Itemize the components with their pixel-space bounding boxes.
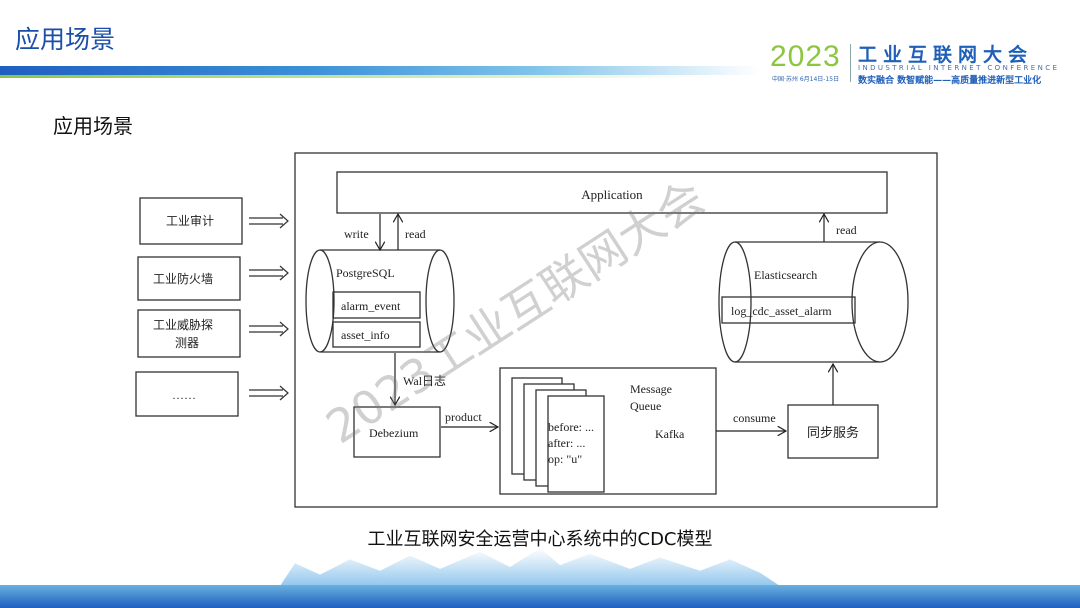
mq-label: Queue bbox=[630, 399, 661, 413]
source-box bbox=[137, 256, 241, 301]
title-underline-accent bbox=[0, 75, 700, 78]
source-label: …… bbox=[172, 388, 196, 402]
postgres-label: PostgreSQL bbox=[336, 266, 395, 280]
logo-slogan: 数实融合 数智赋能——高质量推进新型工业化 bbox=[858, 76, 1042, 86]
message-field: before: ... bbox=[548, 420, 594, 434]
table-label: alarm_event bbox=[341, 299, 401, 313]
table-label: asset_info bbox=[341, 328, 390, 342]
source-label: 测器 bbox=[175, 336, 199, 350]
message-field: after: ... bbox=[548, 436, 585, 450]
wal-label: Wal日志 bbox=[403, 374, 446, 388]
read-label: read bbox=[405, 227, 426, 241]
es-index-label: log_cdc_asset_alarm bbox=[731, 304, 832, 318]
logo-year: 2023 bbox=[770, 40, 841, 73]
source-label: 工业威胁探 bbox=[153, 317, 213, 332]
section-subtitle: 应用场景 bbox=[53, 114, 133, 138]
double-arrows bbox=[249, 213, 289, 401]
mq-label: Message bbox=[630, 382, 672, 396]
source-box bbox=[139, 197, 243, 245]
message-card bbox=[547, 395, 605, 493]
sync-service-label: 同步服务 bbox=[807, 425, 859, 441]
product-label: product bbox=[445, 410, 482, 424]
read-label: read bbox=[836, 223, 857, 237]
source-box bbox=[135, 371, 239, 417]
application-box bbox=[336, 171, 888, 214]
elasticsearch-label: Elasticsearch bbox=[754, 268, 817, 282]
postgres-cylinder bbox=[305, 249, 455, 353]
footer-band bbox=[0, 585, 1080, 608]
write-label: write bbox=[344, 227, 369, 241]
flow-arrows bbox=[380, 214, 833, 431]
source-label: 工业审计 bbox=[166, 213, 214, 228]
logo-location-date: 中国·苏州 6月14日-15日 bbox=[772, 76, 840, 83]
diagram-caption: 工业互联网安全运营中心系统中的CDC模型 bbox=[367, 529, 713, 550]
debezium-box bbox=[353, 406, 441, 458]
source-box bbox=[137, 309, 241, 358]
system-boundary bbox=[294, 152, 938, 508]
logo-english: INDUSTRIAL INTERNET CONFERENCE bbox=[858, 64, 1060, 72]
kafka-label: Kafka bbox=[655, 427, 685, 441]
source-label: 工业防火墙 bbox=[153, 271, 213, 286]
slide-title: 应用场景 bbox=[15, 25, 116, 54]
consume-label: consume bbox=[733, 411, 776, 425]
message-field: op: "u" bbox=[548, 452, 582, 466]
debezium-label: Debezium bbox=[369, 426, 419, 440]
conference-logo: 2023 中国·苏州 6月14日-15日 工业互联网大会 INDUSTRIAL … bbox=[770, 40, 1070, 88]
elasticsearch-cylinder bbox=[718, 241, 909, 363]
logo-name: 工业互联网大会 bbox=[858, 44, 1034, 66]
application-label: Application bbox=[581, 187, 643, 202]
logo-divider bbox=[850, 44, 851, 82]
title-underline bbox=[0, 66, 760, 75]
